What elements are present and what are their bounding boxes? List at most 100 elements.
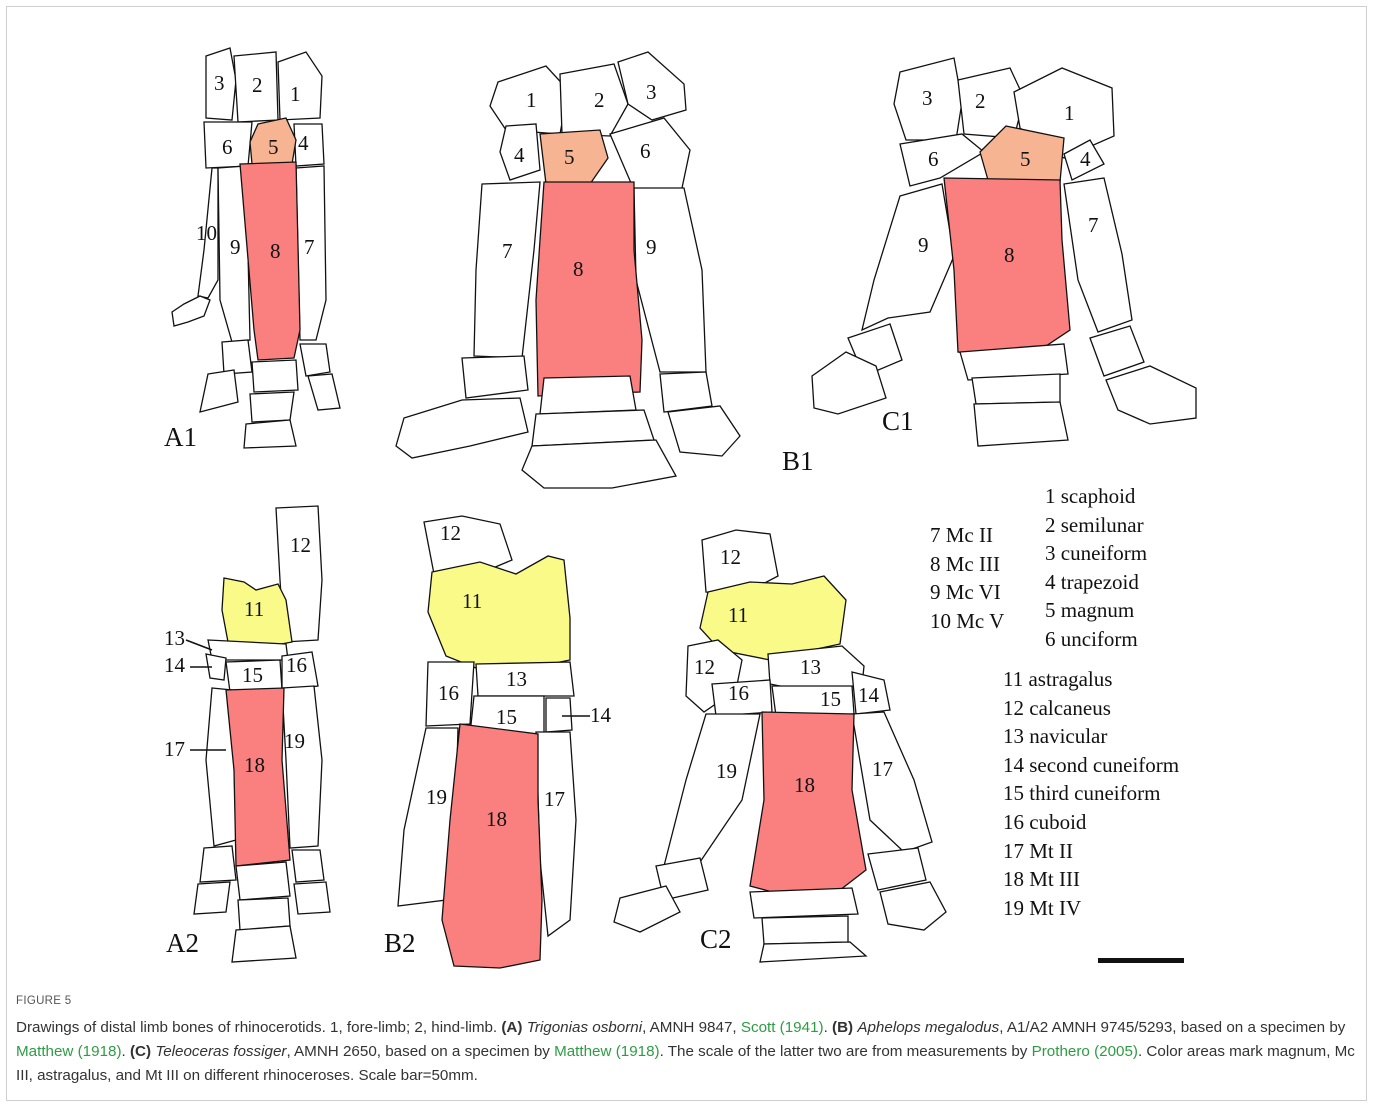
a1-num-2: 2 <box>252 73 263 97</box>
b1-phalanx-right-1 <box>660 372 712 412</box>
b2-num-14: 14 <box>590 703 612 727</box>
c2-num-12: 12 <box>720 545 741 569</box>
a2-phalanx-right-1 <box>292 850 324 882</box>
c2-num-17: 17 <box>872 757 893 781</box>
a2-phalanx-mid-2 <box>238 898 290 930</box>
legend-metacarpals: 7 Mc II 8 Mc III 9 Mc VI 10 Mc V <box>930 521 1004 635</box>
c2-num-12b: 12 <box>694 655 715 679</box>
legend-item: 3 cuneiform <box>1045 539 1147 568</box>
c2-num-15: 15 <box>820 687 841 711</box>
c2-phalanx-mid-1 <box>750 888 858 918</box>
b2-num-15: 15 <box>496 705 517 729</box>
caption-c-end: . The scale of the latter two are from m… <box>660 1043 1032 1060</box>
a1-phalanx-mid-1 <box>252 360 298 392</box>
legend-item: 17 Mt II <box>1003 837 1179 866</box>
caption-a-specimen: , AMNH 9847, <box>642 1019 741 1036</box>
caption-c-species: Teleoceras fossiger <box>155 1043 286 1060</box>
c2-bone-17 <box>852 712 932 852</box>
caption-a-label: (A) <box>501 1019 522 1036</box>
c2-bone-15 <box>772 686 854 716</box>
c1-bone-8-mc3 <box>944 178 1070 356</box>
a2-phalanx-right-2 <box>294 882 330 914</box>
b1-num-3: 3 <box>646 80 657 104</box>
c1-num-6: 6 <box>928 147 939 171</box>
b1-phalanx-mid-1 <box>540 376 636 414</box>
panel-label-b2: B2 <box>384 928 416 958</box>
legend-item: 16 cuboid <box>1003 808 1179 837</box>
b1-hoof-right <box>668 406 740 456</box>
b2-num-16: 16 <box>438 681 459 705</box>
b1-hoof-mid <box>522 440 676 488</box>
c1-hoof-right <box>1106 366 1196 424</box>
reference-link-scott-1941[interactable]: Scott (1941) <box>741 1019 824 1036</box>
reference-link-matthew-1918[interactable]: Matthew (1918) <box>16 1043 122 1060</box>
c2-phalanx-right-1 <box>868 848 926 890</box>
c2-num-18: 18 <box>794 773 815 797</box>
panel-label-b1: B1 <box>782 446 814 476</box>
c2-bone-18-mt3 <box>750 712 866 894</box>
c2-hoof-mid <box>760 942 866 962</box>
caption-b-end: . <box>122 1043 130 1060</box>
legend-item: 18 Mt III <box>1003 865 1179 894</box>
a1-digit-v <box>172 296 210 326</box>
legend-item: 13 navicular <box>1003 722 1179 751</box>
legend-item: 2 semilunar <box>1045 511 1147 540</box>
a2-num-12: 12 <box>290 533 311 557</box>
b1-phalanx-left-1 <box>462 356 528 398</box>
a2-num-16: 16 <box>286 653 307 677</box>
caption-a-species: Trigonias osborni <box>527 1019 642 1036</box>
c1-num-8: 8 <box>1004 243 1015 267</box>
a2-num-15: 15 <box>242 663 263 687</box>
panel-label-a1: A1 <box>164 422 197 452</box>
a2-num-18: 18 <box>244 753 265 777</box>
drawing-a1 <box>172 48 340 448</box>
a1-num-7: 7 <box>304 235 315 259</box>
c1-bone-7 <box>1064 178 1132 332</box>
panel-label-c2: C2 <box>700 924 732 954</box>
b2-num-17: 17 <box>544 787 565 811</box>
a1-phalanx-left-1 <box>222 340 252 374</box>
c1-phalanx-mid-2 <box>972 374 1060 404</box>
c1-num-5: 5 <box>1020 147 1031 171</box>
a1-num-5: 5 <box>268 135 279 159</box>
a2-phalanx-left-2 <box>194 882 230 914</box>
drawing-a2 <box>194 506 330 962</box>
a2-num-14: 14 <box>164 653 186 677</box>
a1-phalanx-left-2 <box>200 370 238 412</box>
c2-num-11: 11 <box>728 603 748 627</box>
legend-tarsals: 11 astragalus 12 calcaneus 13 navicular … <box>1003 665 1179 922</box>
legend-item: 7 Mc II <box>930 521 1004 550</box>
a2-num-19: 19 <box>284 729 305 753</box>
panel-label-c1: C1 <box>882 406 914 436</box>
b2-num-11: 11 <box>462 589 482 613</box>
b1-bone-7 <box>474 182 540 358</box>
c1-num-4: 4 <box>1080 147 1091 171</box>
a2-bone-19 <box>282 686 322 848</box>
a2-hoof-mid <box>232 926 296 962</box>
c1-num-9: 9 <box>918 233 929 257</box>
legend-item: 5 magnum <box>1045 596 1147 625</box>
legend-item: 19 Mt IV <box>1003 894 1179 923</box>
a2-phalanx-left-1 <box>200 846 236 882</box>
reference-link-prothero-2005[interactable]: Prothero (2005) <box>1032 1043 1138 1060</box>
legend-item: 12 calcaneus <box>1003 694 1179 723</box>
c2-hoof-right <box>880 882 946 930</box>
b2-num-19: 19 <box>426 785 447 809</box>
c2-num-16: 16 <box>728 681 749 705</box>
a2-phalanx-mid-1 <box>236 862 290 900</box>
a1-phalanx-right-1 <box>300 344 330 376</box>
c2-phalanx-mid-2 <box>762 916 848 944</box>
a1-num-10: 10 <box>196 221 217 245</box>
b1-num-5: 5 <box>564 145 575 169</box>
caption-text: Drawings of distal limb bones of rhinoce… <box>16 1016 1362 1088</box>
b1-num-4: 4 <box>514 143 525 167</box>
scale-bar <box>1098 958 1184 963</box>
reference-link-matthew-1918-2[interactable]: Matthew (1918) <box>554 1043 660 1060</box>
b2-num-18: 18 <box>486 807 507 831</box>
c1-num-3: 3 <box>922 86 933 110</box>
legend-item: 1 scaphoid <box>1045 482 1147 511</box>
drawing-b2 <box>398 516 576 968</box>
c1-num-1: 1 <box>1064 101 1075 125</box>
legend-item: 10 Mc V <box>930 607 1004 636</box>
figure-label: FIGURE 5 <box>16 995 1362 1007</box>
